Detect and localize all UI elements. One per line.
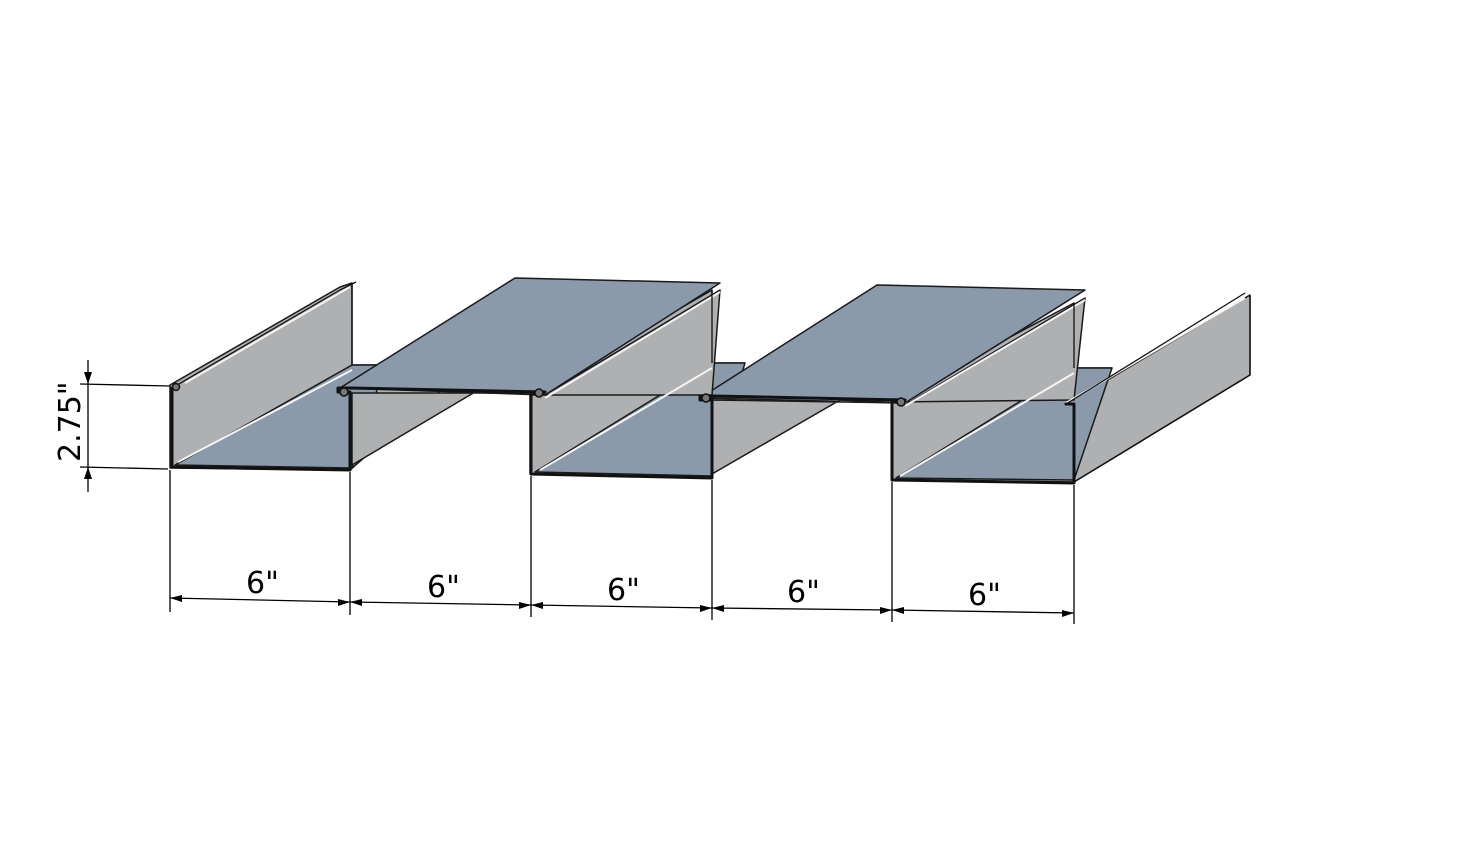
arrowhead (519, 602, 531, 609)
web-face (891, 297, 1086, 406)
arrowhead (1062, 610, 1074, 617)
arrowhead (350, 599, 362, 606)
arrowhead (338, 599, 350, 606)
width-label: 6" (787, 575, 820, 610)
width-dimensions: 6" 6" 6" 6" 6" (169, 470, 1075, 624)
dimension-line (169, 597, 351, 603)
dimension-line (711, 607, 893, 611)
dimension-line (349, 601, 532, 606)
width-label: 6" (246, 566, 279, 601)
edge-line (1073, 374, 1251, 483)
edge-line (339, 281, 357, 291)
highlight-line (539, 367, 713, 471)
seam-roll (534, 388, 544, 398)
highlight-line (177, 369, 353, 463)
highlight-line (184, 286, 351, 384)
arrowhead (170, 595, 182, 602)
arrowhead (880, 607, 892, 614)
edge-line (1065, 292, 1246, 405)
highlight-line (904, 299, 1086, 407)
web-face (351, 391, 546, 466)
edge-line (171, 289, 341, 389)
seam-roll (701, 393, 711, 403)
highlight-line (544, 291, 721, 399)
height-dimension: 2.75" (53, 360, 171, 492)
web-face (711, 399, 906, 475)
arrowhead (84, 372, 92, 384)
deck-profile (169, 277, 1251, 485)
dimension-line (530, 604, 713, 609)
width-label: 6" (607, 573, 640, 608)
width-label: 6" (427, 570, 460, 605)
arrowhead (700, 605, 712, 612)
arrowhead (892, 607, 904, 614)
arrowhead (84, 467, 92, 479)
arrowhead (531, 602, 543, 609)
seam-roll (896, 397, 906, 407)
dimension-line (891, 609, 1075, 614)
arrowhead (712, 605, 724, 612)
width-label: 6" (968, 578, 1001, 613)
seam-roll (171, 382, 181, 392)
highlight-line (899, 372, 1075, 477)
seam-roll (339, 387, 349, 397)
extension-line (79, 466, 169, 470)
height-label: 2.75" (53, 381, 88, 462)
extension-line (79, 383, 171, 387)
